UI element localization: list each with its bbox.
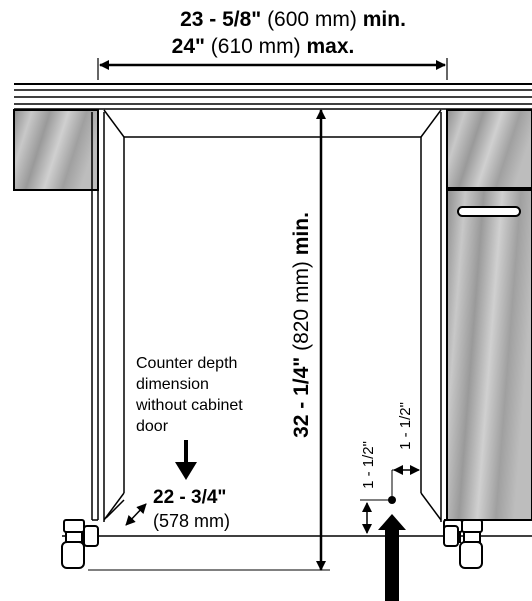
note-line-2: dimension xyxy=(136,376,209,393)
depth-metric-label: (578 mm) xyxy=(153,511,230,531)
note-line-1: Counter depth xyxy=(136,355,237,372)
leveling-foot-left xyxy=(61,519,99,569)
arrow-down-icon xyxy=(175,462,197,480)
reference-point xyxy=(388,496,396,504)
offset-vertical-label: 1 - 1/2" xyxy=(360,441,377,489)
width-dimension xyxy=(97,58,448,80)
width-min-label: 23 - 5/8" (600 mm) min. xyxy=(180,8,406,31)
note-line-4: door xyxy=(136,418,169,435)
dishwasher-opening xyxy=(103,109,442,522)
arrow-up-icon xyxy=(378,514,406,530)
counter-depth-note: Counter depth dimension without cabinet … xyxy=(135,355,243,480)
right-cabinet xyxy=(444,109,532,521)
leveling-foot-right xyxy=(443,519,483,569)
cabinet-handle xyxy=(457,206,521,217)
height-dimension xyxy=(88,109,330,571)
left-cabinet xyxy=(13,109,99,521)
offset-dimensions xyxy=(360,465,420,601)
height-label: 32 - 1/4" (820 mm) min. xyxy=(290,212,313,438)
countertop xyxy=(14,83,532,110)
depth-dimension xyxy=(105,499,147,526)
note-line-3: without cabinet xyxy=(135,397,243,414)
offset-horizontal-label: 1 - 1/2" xyxy=(397,402,414,450)
width-max-label: 24" (610 mm) max. xyxy=(172,35,355,58)
depth-label: 22 - 3/4" xyxy=(153,487,226,508)
